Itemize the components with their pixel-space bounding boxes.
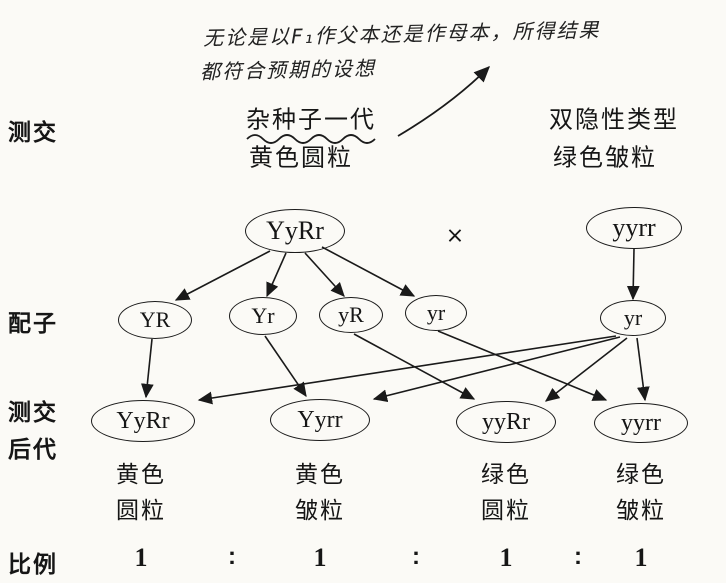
cross-symbol: × (445, 223, 465, 249)
offspring-yyRr: yyRr (482, 408, 530, 435)
offspring-YyRr: YyRr (116, 407, 170, 434)
gamete-YR-oval: YR (118, 301, 192, 339)
parent-right-title: 双隐性类型 (549, 107, 679, 134)
arrow-parent-to-yR (304, 252, 345, 297)
offspring-4-pheno-color: 绿色 (616, 462, 666, 487)
ratio-value-2: 1 (313, 543, 327, 572)
parent-left-genotype-oval: YyRr (245, 209, 345, 253)
parent-left-genotype: YyRr (266, 216, 324, 245)
gamete-yr2: yr (623, 305, 643, 330)
gamete-Yr-oval: Yr (229, 297, 297, 335)
offspring-YyRr-oval: YyRr (91, 400, 195, 442)
offspring-yyrr: yyrr (621, 409, 661, 436)
ratio-colon-1: : (228, 543, 236, 570)
arrow-parent-to-YR (174, 250, 271, 301)
parent-right-phenotype: 绿色皱粒 (553, 145, 657, 172)
row-label-offspring-2: 后代 (8, 436, 58, 462)
offspring-yyRr-oval: yyRr (456, 401, 556, 443)
gamete-yr: yr (426, 300, 446, 325)
ratio-value-3: 1 (499, 543, 513, 572)
gamete-YR: YR (139, 307, 171, 332)
arrow-parent2-to-yr (626, 248, 640, 301)
row-label-offspring-1: 测交 (8, 399, 58, 425)
gamete-yr2-oval: yr (600, 300, 666, 336)
arrow-Yr-to-Yyrr (264, 335, 307, 398)
handwritten-note-line1: 无论是以F₁作父本还是作母本，所得结果 (202, 17, 601, 51)
parent-left-title: 杂种子一代 (246, 107, 376, 134)
offspring-Yyrr: Yyrr (297, 406, 343, 433)
ratio-value-1: 1 (134, 543, 148, 572)
offspring-3-pheno-color: 绿色 (481, 462, 531, 487)
arrow-yr2-to-yyrr (636, 337, 650, 402)
arrow-yr2-to-YyRr (197, 335, 617, 405)
handwritten-note-line2: 都符合预期的设想 (199, 56, 377, 84)
row-label-testcross: 测交 (8, 119, 58, 145)
arrow-parent-to-Yr (266, 252, 287, 298)
parent-left-phenotype: 黄色圆粒 (249, 145, 353, 172)
row-label-gametes: 配子 (8, 310, 58, 336)
arrow-parent-to-yr (321, 246, 416, 297)
arrow-YR-to-YyRr (140, 338, 154, 399)
offspring-2-pheno-color: 黄色 (295, 462, 345, 487)
gamete-yr-oval: yr (405, 295, 467, 331)
ratio-colon-3: : (574, 543, 582, 570)
offspring-yyrr-oval: yyrr (594, 403, 688, 443)
annotation-arrow (397, 65, 491, 137)
offspring-3-pheno-shape: 圆粒 (481, 498, 531, 523)
ratio-colon-2: : (412, 543, 420, 570)
parent-right-genotype-oval: yyrr (586, 207, 682, 249)
gamete-Yr: Yr (251, 303, 275, 328)
parent-right-genotype: yyrr (612, 213, 656, 242)
offspring-1-pheno-shape: 圆粒 (116, 498, 166, 523)
offspring-2-pheno-shape: 皱粒 (295, 498, 345, 523)
ratio-value-4: 1 (634, 543, 648, 572)
arrow-yR-to-yyRr (353, 333, 476, 400)
offspring-1-pheno-color: 黄色 (116, 462, 166, 487)
offspring-4-pheno-shape: 皱粒 (616, 498, 666, 523)
offspring-Yyrr-oval: Yyrr (270, 399, 370, 441)
arrow-yr2-to-yyRr (544, 337, 628, 402)
row-label-ratio: 比例 (8, 551, 58, 577)
arrow-yr-to-yyrr (437, 330, 608, 401)
gamete-yR-oval: yR (319, 297, 383, 333)
arrow-yr2-to-Yyrr (372, 336, 621, 402)
gamete-yR: yR (338, 302, 364, 327)
